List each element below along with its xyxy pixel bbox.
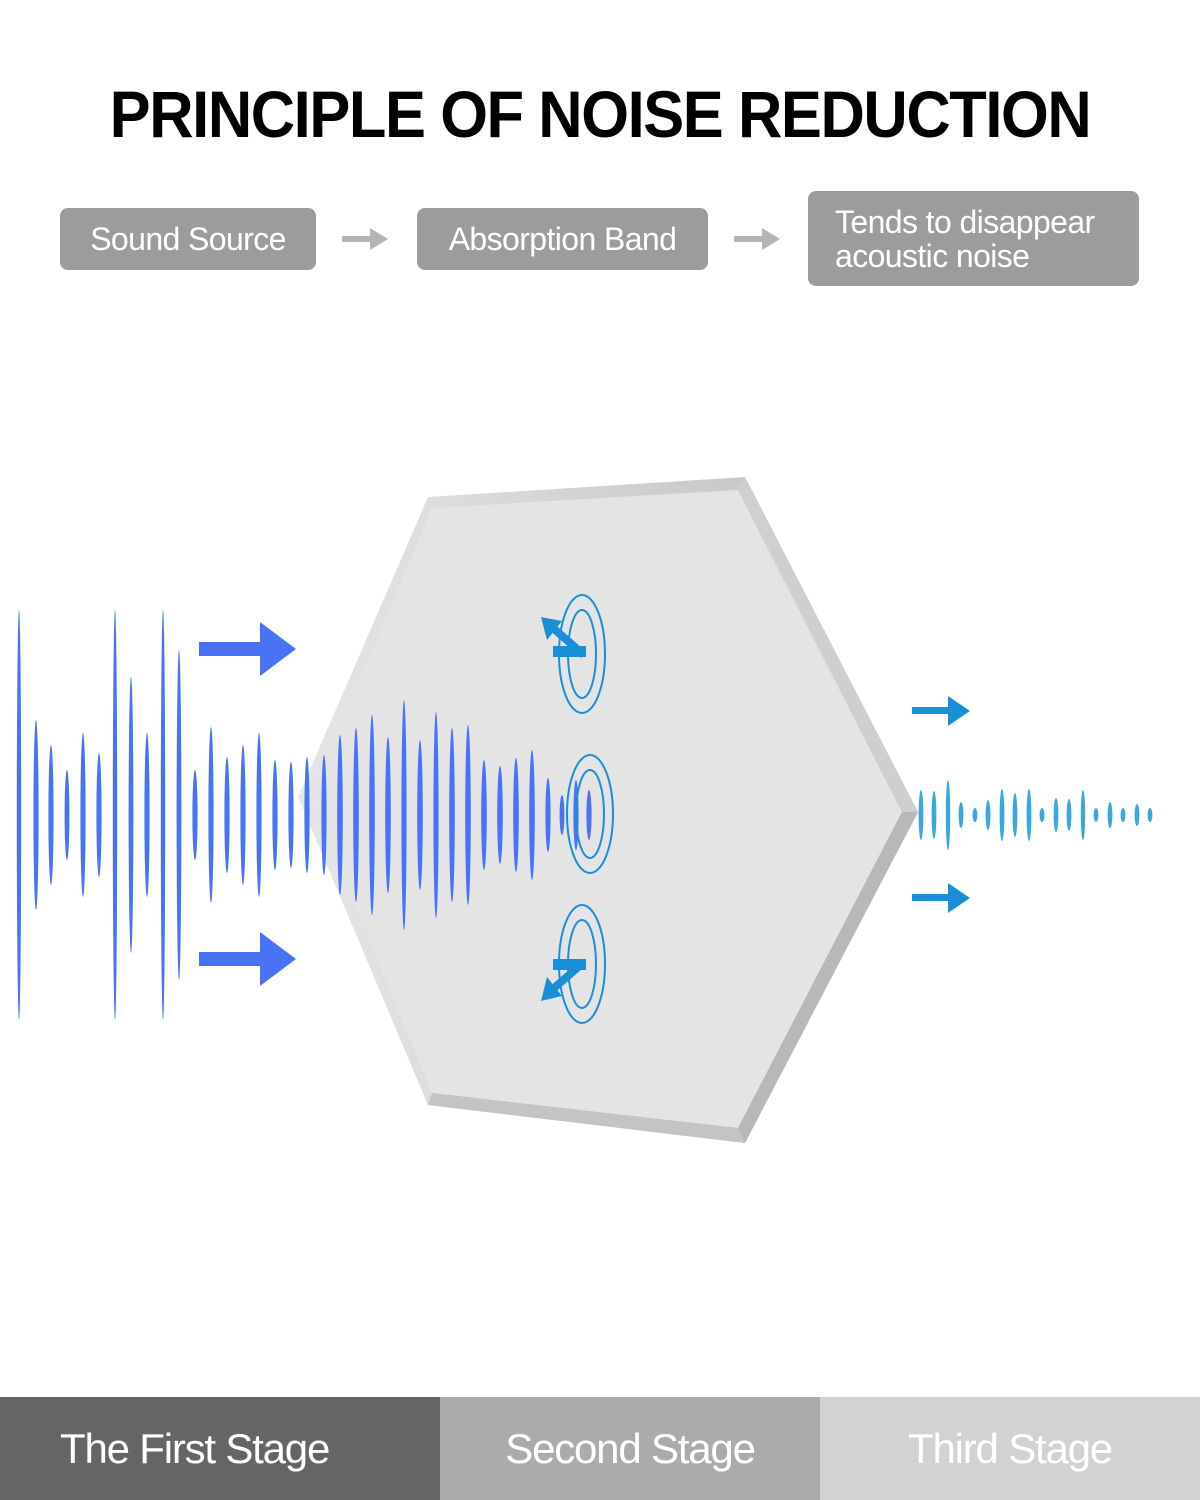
absorption-ripple-middle xyxy=(566,754,614,874)
page-title: PRINCIPLE OF NOISE REDUCTION xyxy=(109,77,1092,151)
flow-step-label-line2: acoustic noise xyxy=(835,237,1030,274)
incoming-sound-wave xyxy=(16,610,310,1020)
hexagon-acoustic-panel xyxy=(298,477,918,1143)
stage-label: The First Stage xyxy=(60,1424,330,1472)
incoming-arrow-top xyxy=(199,622,296,676)
stage-third: Third Stage xyxy=(820,1397,1200,1500)
rebound-arrow-icon-bottom xyxy=(541,958,587,1001)
stage-first: The First Stage xyxy=(0,1397,440,1500)
right-arrow-icon xyxy=(734,228,780,250)
outgoing-arrow-top xyxy=(912,696,970,726)
rebound-arrow-icon-top xyxy=(541,617,587,659)
stage-bar: The First Stage Second Stage Third Stage xyxy=(0,1397,1200,1500)
noise-reduction-diagram xyxy=(16,477,1153,1143)
stage-label: Second Stage xyxy=(505,1424,756,1472)
stage-label: Third Stage xyxy=(908,1424,1113,1472)
flow-step-label: Absorption Band xyxy=(448,220,677,257)
flow-step-absorption-band: Absorption Band xyxy=(417,208,708,270)
flow-step-sound-source: Sound Source xyxy=(60,208,316,270)
absorbed-sound-wave xyxy=(321,700,592,930)
right-arrow-icon xyxy=(342,228,388,250)
flow-step-label: Sound Source xyxy=(90,220,286,257)
outgoing-sound-wave xyxy=(918,780,1153,850)
stage-second: Second Stage xyxy=(440,1397,820,1500)
outgoing-arrow-bottom xyxy=(912,883,970,913)
flow-step-label-line1: Tends to disappear xyxy=(835,203,1095,240)
incoming-arrow-bottom xyxy=(199,932,296,986)
flow-step-noise-disappears: Tends to disappear acoustic noise xyxy=(808,191,1139,286)
